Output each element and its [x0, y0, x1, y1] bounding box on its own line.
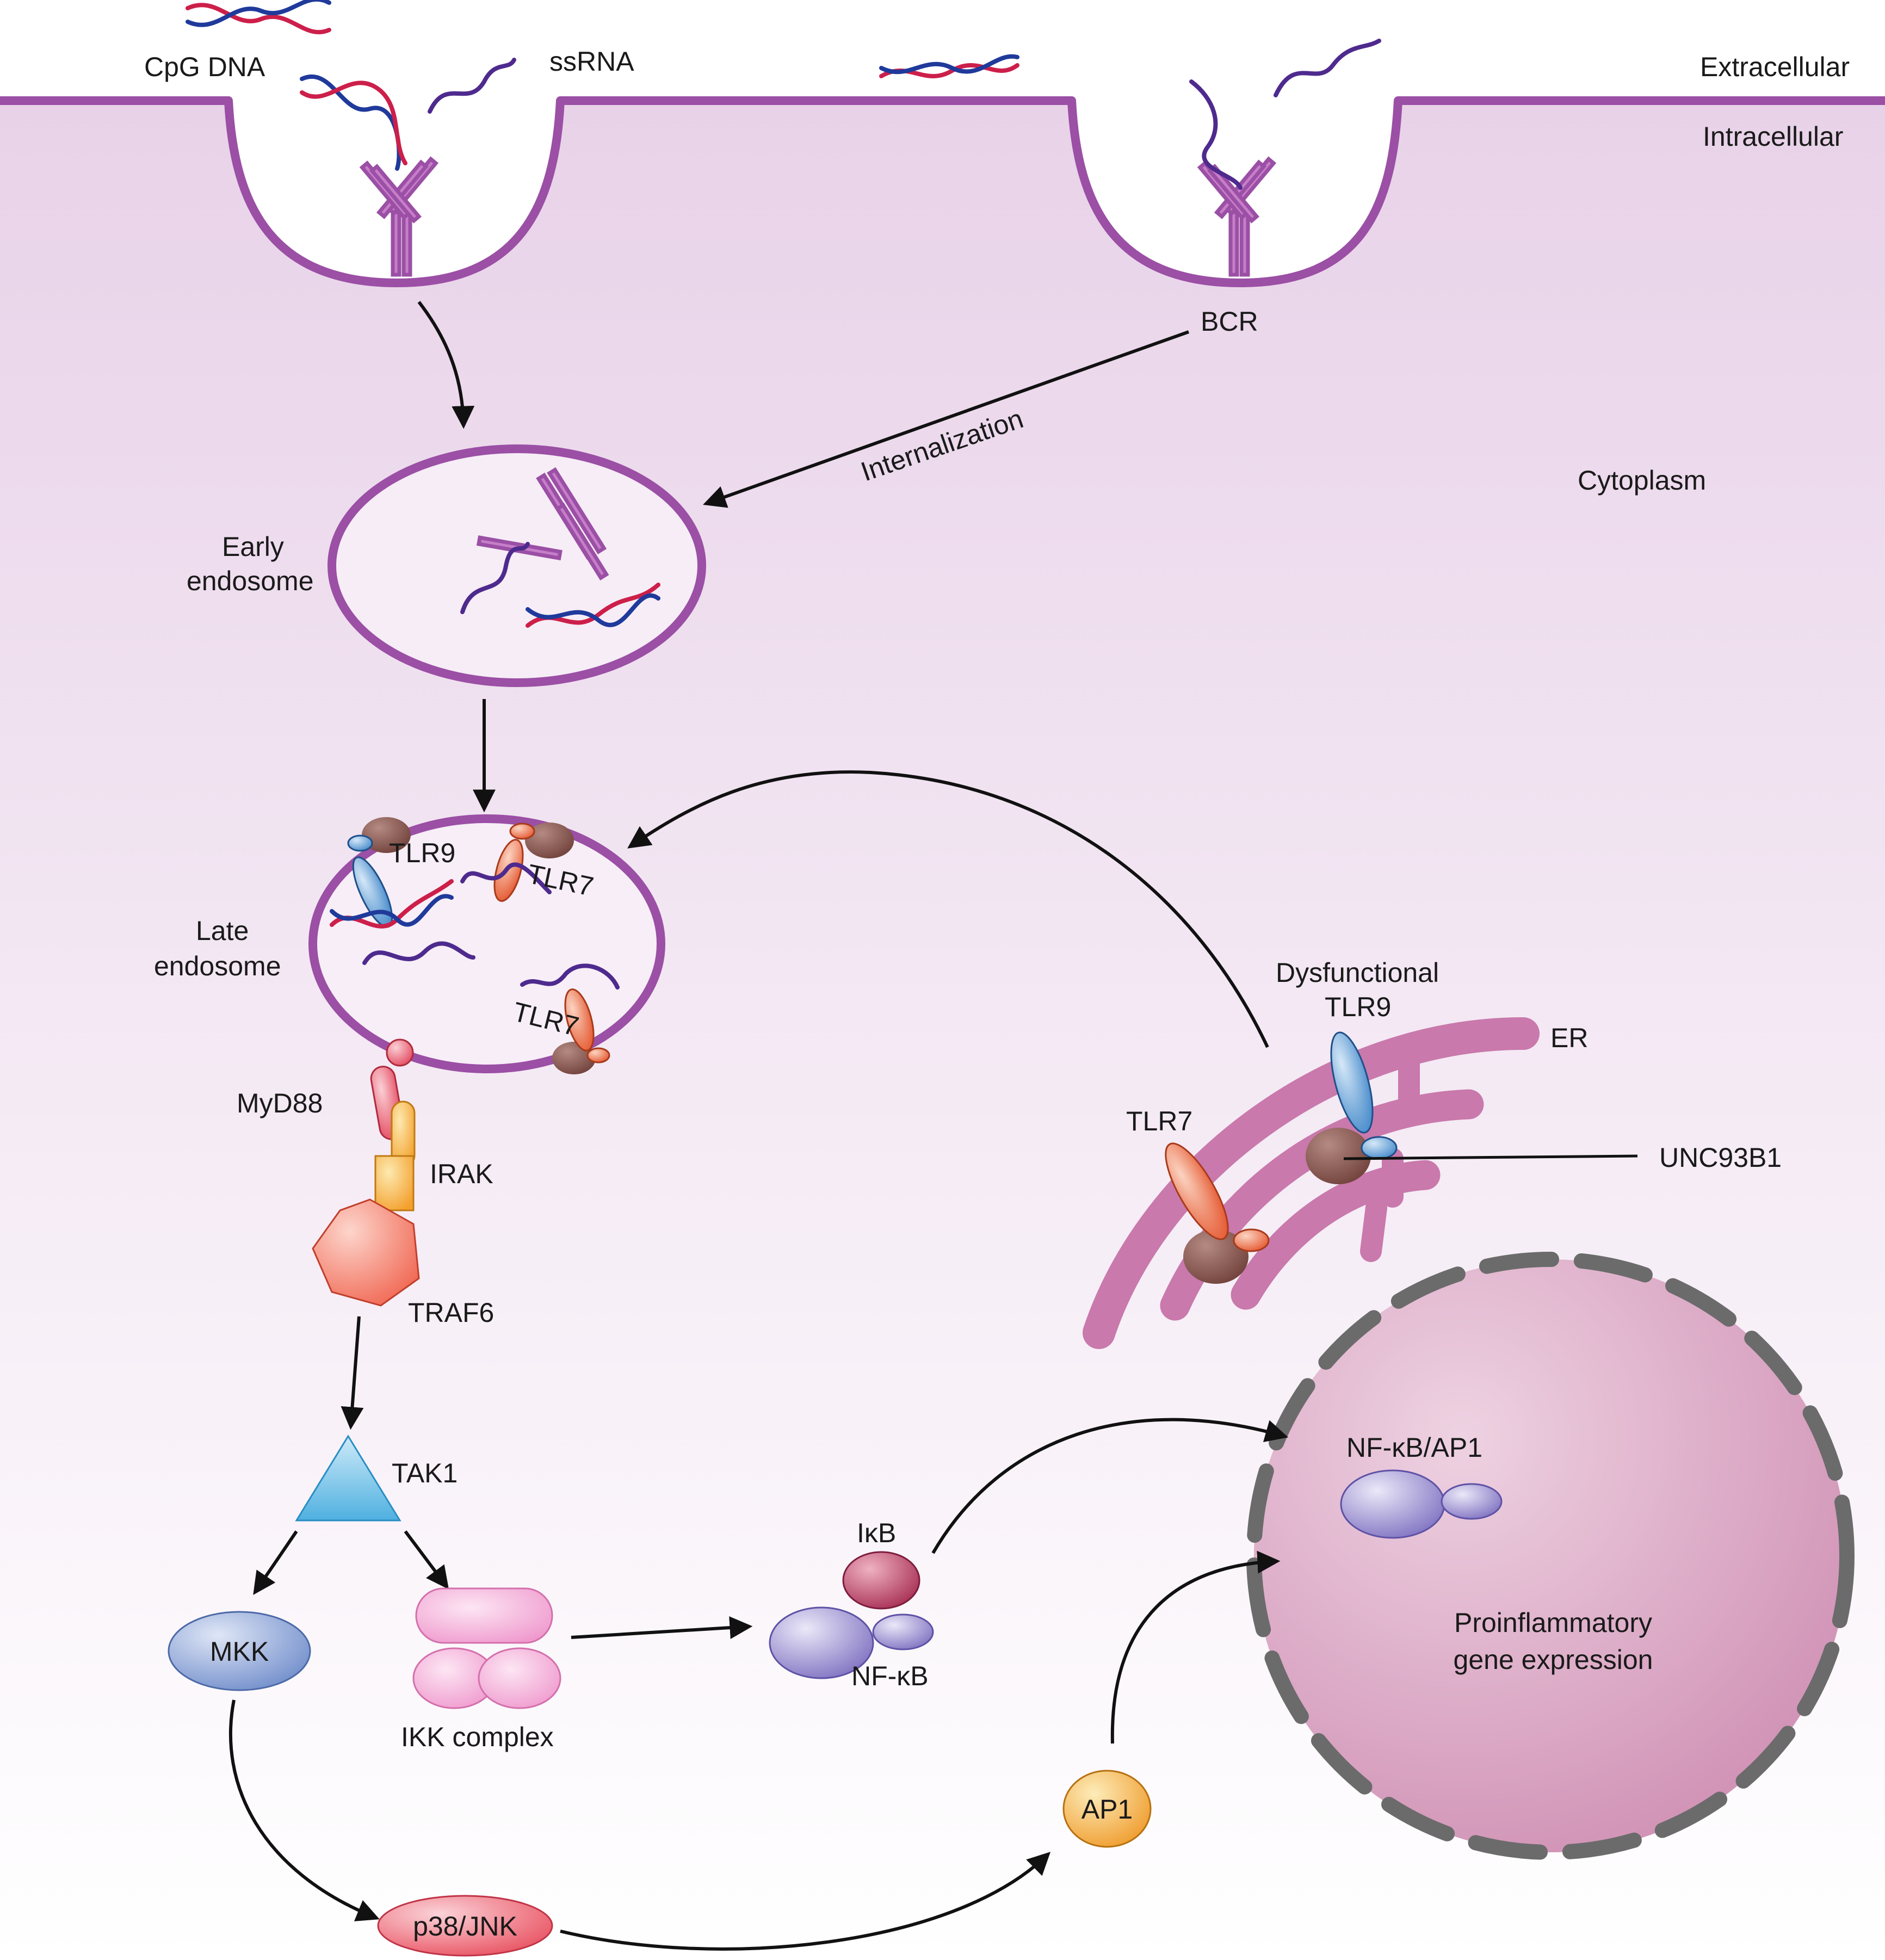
- tlr7-endosome-upper-icon: [493, 823, 574, 902]
- cpg-dna-strand-2: [300, 74, 407, 171]
- bcr-right-icon: [1197, 156, 1277, 277]
- nucleus-label-line2: gene expression: [1454, 1644, 1653, 1675]
- cytoplasm-label: Cytoplasm: [1578, 465, 1706, 496]
- ssrna-tlr7-lower: [520, 963, 620, 990]
- tak1-icon: [295, 1435, 401, 1522]
- mkk-label: MKK: [210, 1636, 269, 1667]
- bcr-internalized-icon: [476, 467, 609, 581]
- arrow-traf6-to-tak1: [341, 1316, 364, 1430]
- unc93b1-pointer-line: [1343, 1154, 1638, 1160]
- ikb-label: IκB: [857, 1518, 896, 1548]
- cpg-dna-in-late-endosome: [330, 879, 454, 929]
- tlr9-endosome-icon: [347, 817, 411, 928]
- traf6-icon: [312, 1198, 420, 1307]
- irak-icon: [374, 1100, 416, 1211]
- early-endosome-label-line1: Early: [222, 531, 284, 562]
- ap1-icon: [1062, 1770, 1152, 1848]
- nucleus-label-line1: Proinflammatory: [1454, 1607, 1652, 1638]
- cpg-dna-in-early-endosome: [526, 583, 660, 628]
- arrow-ikk-to-nfkb: [571, 1616, 753, 1640]
- tak1-label: TAK1: [392, 1458, 458, 1488]
- early-endosome-label-line2: endosome: [187, 566, 314, 596]
- tlr9-endosome-label: TLR9: [389, 838, 455, 868]
- unc93b1-label: UNC93B1: [1659, 1142, 1782, 1173]
- irak-label: IRAK: [430, 1159, 493, 1189]
- nfkb-label: NF-κB: [851, 1661, 929, 1691]
- plasma-membrane: [0, 96, 1885, 287]
- late-endosome-label-line1: Late: [196, 916, 249, 946]
- ssrna-strand-2: [1189, 79, 1243, 190]
- nuclear-envelope: [1246, 1252, 1855, 1860]
- arrow-er-to-late-endosome: [627, 770, 1269, 1048]
- arrow-p38jnk-to-ap1: [560, 1852, 1051, 1951]
- tlr7-er-icon: [1165, 1142, 1270, 1284]
- traf6-label: TRAF6: [408, 1297, 494, 1328]
- p38-jnk-label: p38/JNK: [413, 1911, 517, 1942]
- bcr-label: BCR: [1201, 306, 1258, 337]
- intracellular-label: Intracellular: [1703, 121, 1843, 152]
- ssrna-strand-1: [428, 58, 516, 114]
- bcr-left-icon: [359, 156, 439, 277]
- p38-jnk-icon: [377, 1895, 553, 1957]
- ssrna-label: ssRNA: [549, 46, 634, 77]
- arrow-to-early-endosome: [417, 301, 475, 429]
- arrow-ap1-to-nucleus: [1110, 1550, 1281, 1744]
- ap1-label: AP1: [1081, 1794, 1133, 1825]
- ssrna-free-in-late-endosome: [362, 941, 475, 965]
- nucleus: [1254, 1259, 1847, 1852]
- dysfunctional-label-line2: TLR9: [1325, 992, 1391, 1022]
- arrow-nfkb-to-nucleus: [931, 1418, 1289, 1554]
- ikb-nfkb-complex-icon: [769, 1551, 934, 1679]
- nfkb-ap1-nuclear-icon: [1340, 1469, 1503, 1539]
- ssrna-in-early-endosome: [460, 542, 530, 614]
- myd88-label: MyD88: [237, 1088, 323, 1118]
- ssrna-strand-3: [1274, 39, 1381, 97]
- arrow-internalization: [703, 330, 1190, 508]
- er-label: ER: [1550, 1023, 1588, 1053]
- late-endosome-label-line2: endosome: [154, 951, 281, 981]
- ssrna-tlr7-upper: [460, 862, 552, 894]
- ikk-complex-label: IKK complex: [401, 1722, 554, 1752]
- early-endosome: [327, 444, 706, 687]
- ikk-complex-icon: [412, 1587, 561, 1709]
- tlr7-endosome-lower-icon: [552, 988, 610, 1074]
- cpg-dna-label: CpG DNA: [144, 52, 265, 82]
- extracellular-label: Extracellular: [1700, 52, 1850, 82]
- arrow-tak1-to-ikk: [404, 1530, 449, 1590]
- tlr7-er-label: TLR7: [1126, 1106, 1192, 1136]
- late-endosome: [308, 814, 665, 1073]
- nfkb-ap1-label: NF-κB/AP1: [1346, 1432, 1482, 1463]
- dysfunctional-tlr9-icon: [1306, 1031, 1398, 1184]
- mkk-icon: [168, 1611, 311, 1691]
- arrow-tak1-to-mkk: [253, 1530, 298, 1595]
- cpg-dna-strand-3: [879, 54, 1019, 78]
- arrow-mkk-to-p38jnk: [228, 1699, 380, 1921]
- dysfunctional-label-line1: Dysfunctional: [1276, 957, 1439, 988]
- cpg-dna-strand-1: [186, 0, 331, 35]
